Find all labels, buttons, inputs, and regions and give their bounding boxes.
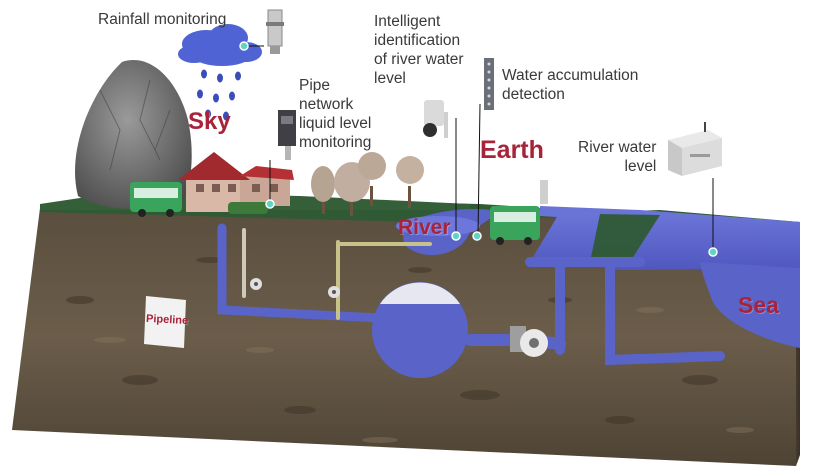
zone-earth: Earth — [480, 136, 544, 164]
rain-gauge-icon — [266, 9, 284, 54]
zone-sky: Sky — [188, 108, 231, 135]
sea-surface — [530, 206, 800, 270]
label-pipe-network-level: Pipe network liquid level monitoring — [299, 77, 372, 151]
hedge — [228, 202, 268, 214]
river-level-sensor-icon — [668, 122, 722, 176]
river-surface — [396, 216, 480, 236]
accumulation-sensor-icon — [484, 58, 494, 110]
zone-river: River — [398, 216, 451, 239]
rain-cloud — [178, 24, 262, 66]
camera-icon — [423, 100, 448, 138]
house — [178, 152, 294, 212]
label-water-accumulation: Water accumulation detection — [502, 67, 639, 103]
leader-lines — [244, 45, 714, 252]
sea-body — [700, 262, 800, 348]
label-river-water-identification: Intelligent identification of river wate… — [374, 13, 464, 87]
trees — [311, 152, 424, 216]
pump-icon — [510, 326, 548, 357]
pipe-network — [217, 223, 725, 366]
pipeline-sign — [144, 296, 186, 348]
raindrops — [197, 69, 241, 121]
storage-tank — [372, 282, 468, 378]
zone-sea: Sea — [738, 292, 779, 318]
label-river-water-level: River water level — [578, 139, 657, 175]
label-rainfall-monitoring: Rainfall monitoring — [98, 11, 227, 28]
zone-pipeline: Pipeline — [145, 312, 189, 328]
sensor-markers — [239, 41, 718, 257]
pipe-level-sensor-icon — [278, 110, 296, 160]
valve-icon — [250, 278, 340, 298]
bus-right — [490, 180, 548, 245]
bus-left — [130, 182, 182, 217]
